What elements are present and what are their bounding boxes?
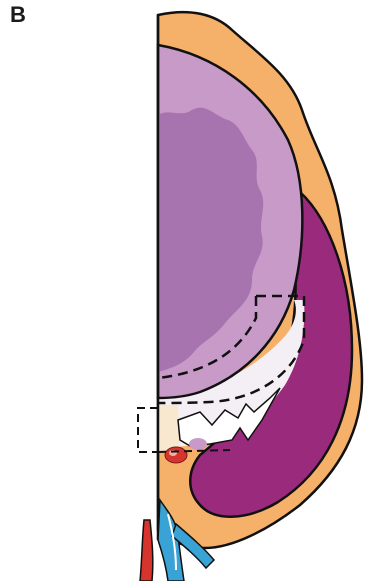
red-node	[165, 447, 187, 463]
purple-node	[189, 438, 207, 450]
cream-zone	[158, 405, 180, 452]
artery	[140, 520, 153, 581]
dashed-region-lower	[138, 408, 158, 452]
